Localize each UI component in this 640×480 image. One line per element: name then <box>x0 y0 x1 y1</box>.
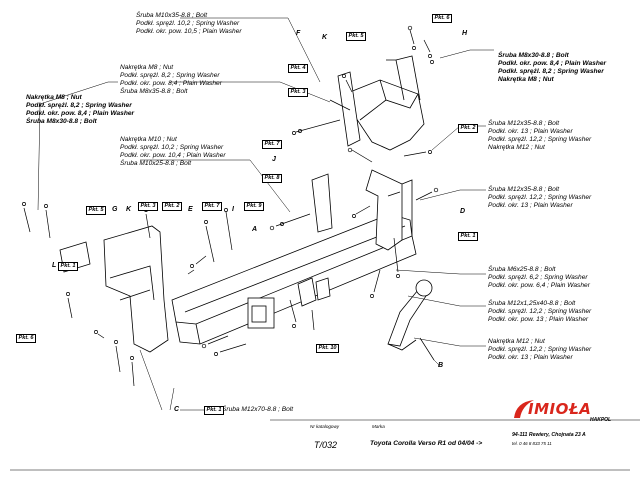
label-line: Śruba M8x30-8.8 ; Bolt <box>498 52 569 59</box>
vehicle-model: Toyota Corolla Verso R1 od 04/04 -> <box>370 440 483 447</box>
letter-C: C <box>174 406 180 413</box>
label-bottom: Śruba M12x70-8.8 ; Bolt <box>222 406 294 413</box>
pkt-4-top: Pkt. 4 <box>288 64 308 73</box>
pkt-5-left: Pkt. 5 <box>86 206 106 215</box>
label-line: Nakrętka M8 ; Nut <box>26 94 82 101</box>
label-line: Podkł. sprężl. 12,2 ; Spring Washer <box>488 136 592 143</box>
letter-K: K <box>322 34 328 41</box>
letter-E: E <box>188 206 193 213</box>
label-top-center: Śruba M10x35-8.8 ; Bolt Podkł. sprężl. 1… <box>136 12 242 36</box>
catalog-number-label: Nr katalogowy <box>310 424 340 429</box>
pkt-6-left: Pkt. 6 <box>16 334 36 343</box>
catalog-number: T/032 <box>314 440 338 450</box>
pkt-10-bottom: Pkt. 10 <box>316 344 340 353</box>
letter-J: J <box>272 156 276 163</box>
label-line: Podkł. sprężl. 12,2 ; Spring Washer <box>488 194 592 201</box>
pkt-6-top: Pkt. 6 <box>432 14 452 23</box>
label-line: Nakrętka M10 ; Nut <box>120 136 177 143</box>
label-line: Podkł. okr. 13 ; Plain Washer <box>488 202 573 209</box>
label-line: Nakrętka M12 ; Nut <box>488 144 545 151</box>
logo-swoosh-icon <box>514 400 534 418</box>
label-line: Podkł. sprężl. 8,2 ; Spring Washer <box>498 68 604 75</box>
letter-I: I <box>232 206 234 213</box>
phone: tel. 0 46 8 833 75 11 <box>512 441 552 446</box>
label-line: Podkł. okr. pow. 10,5 ; Plain Washer <box>136 28 242 35</box>
letter-D: D <box>460 208 466 215</box>
make-label: Marka <box>372 424 385 429</box>
label-line: Podkł. sprężl. 6,2 ; Spring Washer <box>488 274 588 281</box>
label-line: Śruba M8x35-8.8 ; Bolt <box>120 88 188 95</box>
pkt-9-left: Pkt. 9 <box>244 202 264 211</box>
label-left-upper: Nakrętka M8 ; Nut Podkł. sprężl. 8,2 ; S… <box>26 94 134 126</box>
label-line: Śruba M12x35-8.8 ; Bolt <box>488 120 560 127</box>
label-line: Śruba M10x35-8.8 ; Bolt <box>136 12 208 19</box>
letter-G: G <box>112 206 118 213</box>
label-line: Podkł. sprężl. 10,2 ; Spring Washer <box>136 20 240 27</box>
letter-K-left: K <box>126 206 132 213</box>
label-line: Podkł. sprężl. 8,2 ; Spring Washer <box>26 102 132 109</box>
label-line: Śruba M12x35-8.8 ; Bolt <box>488 186 560 193</box>
pkt-1-bottom: Pkt. 1 <box>204 406 224 415</box>
pkt-8-mid: Pkt. 8 <box>262 174 282 183</box>
letter-A: A <box>252 226 258 233</box>
label-line: Śruba M8x30-8.8 ; Bolt <box>26 118 97 125</box>
label-left-mid: Nakrętka M8 ; Nut Podkł. sprężl. 8,2 ; S… <box>120 64 222 96</box>
label-line: Podkł. okr. pow. 8,4 ; Plain Washer <box>498 60 607 67</box>
label-right-4: Śruba M12x1,25x40-8.8 ; Bolt Podkł. sprę… <box>488 300 591 324</box>
pkt-1-left: Pkt. 1 <box>58 262 78 271</box>
label-line: Podkł. sprężl. 12,2 ; Spring Washer <box>488 346 592 353</box>
logo-sub: HAKPOL <box>590 417 612 423</box>
pkt-3-left: Pkt. 3 <box>138 202 158 211</box>
label-right-3: Śruba M6x25-8.8 ; Bolt Podkł. sprężl. 6,… <box>488 266 590 290</box>
label-line: Podkł. okr. pow. 13 ; Plain Washer <box>488 316 589 323</box>
letter-F: F <box>296 30 301 37</box>
label-line: Podkł. okr. 13 ; Plain Washer <box>488 128 573 135</box>
label-line: Podkł. okr. pow. 6,4 ; Plain Washer <box>488 282 590 289</box>
pkt-5-top: Pkt. 5 <box>346 32 366 41</box>
label-line: Podkł. okr. 13 ; Plain Washer <box>488 354 573 361</box>
letter-L: L <box>52 262 57 269</box>
label-line: Nakrętka M8 ; Nut <box>120 64 174 71</box>
label-line: Śruba M12x1,25x40-8.8 ; Bolt <box>488 300 576 307</box>
label-line: Podkł. sprężl. 10,2 ; Spring Washer <box>120 144 224 151</box>
address: 94-111 Rewiery, Chojnata 23 A <box>512 432 586 438</box>
pkt-2-right: Pkt. 2 <box>458 124 478 133</box>
letter-H: H <box>462 30 468 37</box>
logo-brand: IMIOŁA <box>528 400 592 418</box>
label-line: Nakrętka M8 ; Nut <box>498 76 554 83</box>
label-right-top: Śruba M8x30-8.8 ; Bolt Podkł. okr. pow. … <box>498 52 606 84</box>
imiola-logo: IMIOŁA HAKPOL <box>512 398 632 432</box>
pkt-1-right: Pkt. 1 <box>458 232 478 241</box>
label-line: Podkł. sprężl. 12,2 ; Spring Washer <box>488 308 592 315</box>
label-line: Podkł. okr. pow. 10,4 ; Plain Washer <box>120 152 226 159</box>
label-right-5: Nakrętka M12 ; Nut Podkł. sprężl. 12,2 ;… <box>488 338 591 362</box>
label-line: Podkł. okr. pow. 8,4 ; Plain Washer <box>26 110 135 117</box>
label-line: Podkł. sprężl. 8,2 ; Spring Washer <box>120 72 220 79</box>
pkt-7-left: Pkt. 7 <box>202 202 222 211</box>
label-line: Śruba M10x25-8.8 ; Bolt <box>120 160 192 167</box>
pkt-7-mid: Pkt. 7 <box>262 140 282 149</box>
label-right-2: Śruba M12x35-8.8 ; Bolt Podkł. sprężl. 1… <box>488 186 591 210</box>
label-right-1: Śruba M12x35-8.8 ; Bolt Podkł. okr. 13 ;… <box>488 120 591 152</box>
pkt-2-left: Pkt. 2 <box>162 202 182 211</box>
label-line: Podkł. okr. pow. 8,4 ; Plain Washer <box>120 80 222 87</box>
label-line: Nakrętka M12 ; Nut <box>488 338 545 345</box>
pkt-3-top: Pkt. 3 <box>288 88 308 97</box>
label-center-mid: Nakrętka M10 ; Nut Podkł. sprężl. 10,2 ;… <box>120 136 226 168</box>
label-line: Śruba M6x25-8.8 ; Bolt <box>488 266 556 273</box>
letter-B: B <box>438 362 444 369</box>
